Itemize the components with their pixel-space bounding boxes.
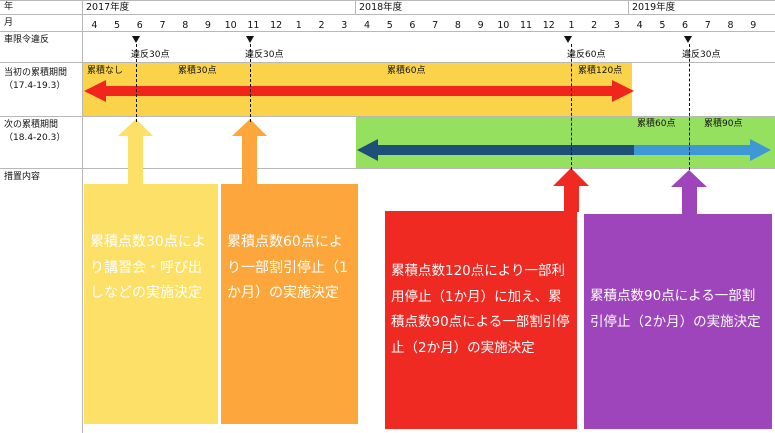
grid-year-divider-2018 [355,0,356,14]
measures-row-label: 措置内容 [4,172,41,182]
month-label: 6 [136,20,143,31]
violation-guide-line [571,44,572,170]
grid-year-divider-2019 [628,0,629,14]
measure-box: 累積点数60点により一部割引停止（1か月）の実施決定 [221,184,358,424]
violation-marker [246,36,254,43]
violation-guide-line [136,44,137,122]
month-label: 5 [659,20,666,31]
next-segment-label: 累積60点 [637,119,676,129]
measure-4-up-arrow [671,170,707,214]
measure-text: 累積点数60点により一部割引停止（1か月）の実施決定 [227,234,348,301]
violation-label: 違反30点 [682,50,721,60]
initial-period-arrow [84,80,634,102]
month-label: 7 [159,20,166,31]
month-label: 6 [409,20,416,31]
grid-initial-line [0,116,775,117]
month-label: 3 [341,20,348,31]
violation-guide-line [689,44,690,170]
month-label: 4 [636,20,643,31]
year-header-2018: 2018年度 [359,2,403,13]
initial-segment-label: 累積30点 [178,66,217,76]
month-label: 10 [497,20,510,31]
month-label: 1 [295,20,302,31]
violation-marker [564,36,572,43]
measure-box: 累積点数120点により一部利用停止（1か月）に加え、累積点数90点による一部割引… [385,211,577,429]
violation-label: 違反30点 [131,50,170,60]
year-row-label: 年 [4,2,14,12]
next-period-range: （18.4-20.3） [4,133,66,143]
grid-year-line [0,14,775,15]
measure-text: 累積点数90点による一部割引停止（2か月）の実施決定 [590,288,761,330]
month-row-label: 月 [4,18,14,28]
grid-next-line [0,168,775,169]
grid-top-line [0,0,775,1]
violations-row-label: 車限令違反 [4,35,50,45]
measure-box: 累積点数30点により講習会・呼び出しなどの実施決定 [84,184,218,424]
violation-marker [132,36,140,43]
measure-text: 累積点数120点により一部利用停止（1か月）に加え、累積点数90点による一部割引… [391,263,570,356]
year-header-2019: 2019年度 [632,2,676,13]
year-header-2017: 2017年度 [86,2,130,13]
next-period-row-label: 次の累積期間 [4,120,59,130]
month-label: 12 [270,20,283,31]
month-label: 2 [318,20,325,31]
initial-period-range: （17.4-19.3） [4,81,66,91]
month-label: 4 [91,20,98,31]
month-label: 9 [750,20,757,31]
month-label: 2 [591,20,598,31]
grid-month-line [0,31,775,32]
violation-label: 違反30点 [245,50,284,60]
month-label: 10 [224,20,237,31]
month-label: 3 [613,20,620,31]
initial-segment-label: 累積120点 [578,66,623,76]
initial-period-row-label: 当初の累積期間 [4,68,68,78]
month-label: 5 [114,20,121,31]
violation-marker [684,36,692,43]
violation-guide-line [250,44,251,122]
next-period-arrow [357,139,771,161]
month-label: 5 [386,20,393,31]
month-label: 12 [542,20,555,31]
month-label: 8 [182,20,189,31]
month-label: 9 [477,20,484,31]
month-label: 8 [727,20,734,31]
next-period-band [356,117,775,168]
violation-label: 違反60点 [567,50,606,60]
month-label: 4 [363,20,370,31]
grid-violation-line [0,62,775,63]
next-segment-label: 累積90点 [704,119,743,129]
measure-3-up-arrow [553,168,589,212]
initial-segment-label: 累積60点 [387,66,426,76]
measure-box: 累積点数90点による一部割引停止（2か月）の実施決定 [584,214,772,429]
initial-segment-label: 累積なし [87,66,124,76]
measure-2-up-arrow [232,119,267,184]
month-label: 1 [568,20,575,31]
measure-1-up-arrow [118,119,153,184]
month-label: 7 [704,20,711,31]
month-label: 7 [432,20,439,31]
month-label: 11 [247,20,260,31]
month-label: 11 [519,20,533,31]
measure-text: 累積点数30点により講習会・呼び出しなどの実施決定 [90,234,206,301]
grid-label-column-line [82,0,83,433]
month-label: 6 [682,20,689,31]
month-label: 8 [454,20,461,31]
month-label: 9 [204,20,211,31]
